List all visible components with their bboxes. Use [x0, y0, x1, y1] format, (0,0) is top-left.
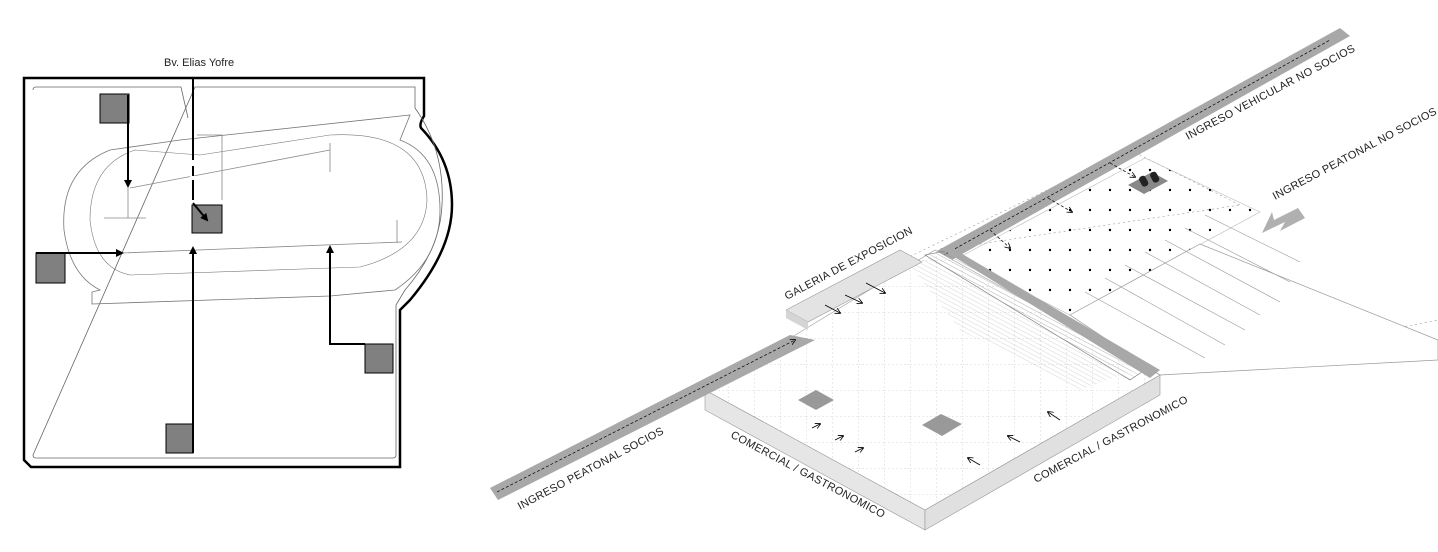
- site-plan: Bv. Elias Yofre: [22, 57, 454, 469]
- grandstand-seating: [910, 250, 1135, 390]
- label-vehicular-entry: INGRESO VEHICULAR NO SOCIOS: [1184, 43, 1358, 143]
- plaza-stripes: [1084, 214, 1301, 359]
- inner-boundary: [32, 86, 443, 459]
- street-label: Bv. Elias Yofre: [164, 57, 234, 69]
- gallery-top: [785, 249, 923, 323]
- vehicular-road: [935, 28, 1350, 262]
- gallery-front: [786, 310, 808, 330]
- track-infield-lines: [104, 134, 403, 254]
- arrow-east: [326, 245, 365, 345]
- racetrack-outer: [63, 114, 441, 305]
- arrow-street: [192, 78, 207, 220]
- car-icon: [1128, 171, 1168, 194]
- racetrack-inner: [89, 134, 428, 276]
- grandstand-wall: [940, 248, 1160, 378]
- access-block-west: [35, 252, 66, 284]
- access-block-east: [364, 343, 394, 374]
- void-left: [798, 390, 834, 410]
- site-boundary: [22, 76, 454, 469]
- label-pedestrian-non-members: INGRESO PEATONAL NO SOCIOS: [1271, 106, 1438, 203]
- void-center: [922, 414, 962, 436]
- axonometric: INGRESO VEHICULAR NO SOCIOS INGRESO PEAT…: [490, 28, 1438, 531]
- pedestrian-members-road: [490, 335, 815, 500]
- access-block-north: [99, 93, 130, 124]
- access-block-south: [165, 423, 194, 454]
- access-arrows: [36, 78, 365, 453]
- pedestrian-entry-arrow: [1262, 208, 1305, 233]
